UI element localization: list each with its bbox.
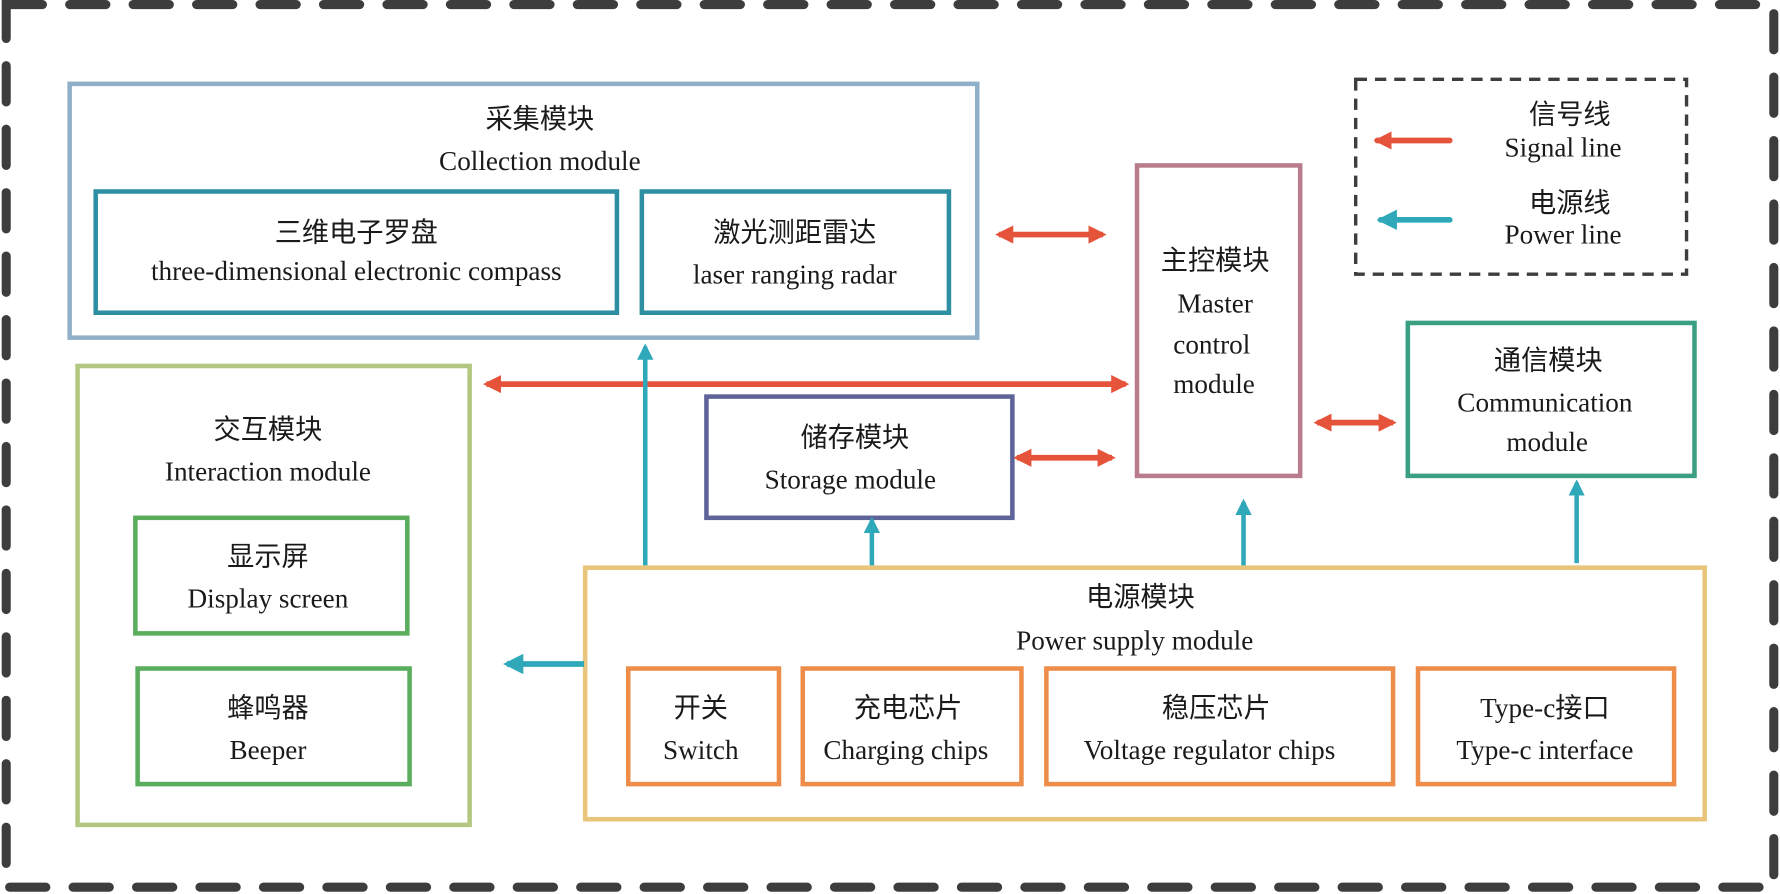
communication-title-en2: module [1506, 427, 1588, 457]
compass-label-en: three-dimensional electronic compass [151, 256, 562, 286]
collection-module: 采集模块 Collection module 三维电子罗盘 three-dime… [67, 81, 980, 340]
typec-label-en: Type-c interface [1456, 735, 1633, 765]
compass-box: 三维电子罗盘 three-dimensional electronic comp… [93, 189, 620, 315]
storage-title-en: Storage module [765, 464, 936, 494]
communication-title-en1: Communication [1457, 387, 1633, 417]
switch-label-zh: 开关 [674, 693, 728, 723]
storage-title-zh: 储存模块 [800, 422, 909, 452]
charging-label-zh: 充电芯片 [854, 693, 963, 723]
legend-power-zh: 电源线 [1529, 188, 1611, 218]
master-title-en3: module [1173, 369, 1255, 399]
master-control-module: 主控模块 Master control module [1134, 163, 1303, 479]
beeper-box: 蜂鸣器 Beeper [135, 666, 412, 787]
interaction-title-en: Interaction module [165, 456, 371, 486]
legend-signal-en: Signal line [1505, 132, 1622, 162]
display-label-en: Display screen [188, 583, 349, 613]
power-title-en: Power supply module [1016, 625, 1253, 655]
laser-label-zh: 激光测距雷达 [713, 217, 876, 247]
power-supply-module: 电源模块 Power supply module 开关 Switch 充电芯片 … [582, 565, 1707, 822]
display-label-zh: 显示屏 [227, 541, 309, 571]
collection-title-zh: 采集模块 [485, 104, 594, 134]
voltage-regulator-box: 稳压芯片 Voltage regulator chips [1044, 666, 1396, 787]
power-title-zh: 电源模块 [1086, 582, 1195, 612]
beeper-label-en: Beeper [229, 735, 306, 765]
regulator-label-zh: 稳压芯片 [1162, 693, 1271, 723]
typec-label-zh: Type-c接口 [1480, 693, 1609, 723]
communication-module: 通信模块 Communication module [1405, 320, 1697, 479]
laser-radar-box: 激光测距雷达 laser ranging radar [639, 189, 952, 315]
charging-chips-box: 充电芯片 Charging chips [800, 666, 1024, 787]
laser-label-en: laser ranging radar [693, 259, 897, 289]
collection-title-en: Collection module [439, 146, 641, 176]
beeper-label-zh: 蜂鸣器 [227, 693, 309, 723]
master-title-en2: control [1173, 330, 1250, 360]
switch-label-en: Switch [663, 735, 739, 765]
storage-module: 储存模块 Storage module [704, 394, 1015, 521]
compass-label-zh: 三维电子罗盘 [275, 217, 438, 247]
switch-box: 开关 Switch [625, 666, 782, 787]
master-title-zh: 主控模块 [1161, 246, 1270, 276]
interaction-title-zh: 交互模块 [214, 415, 323, 445]
typec-interface-box: Type-c接口 Type-c interface [1415, 666, 1677, 787]
communication-title-zh: 通信模块 [1494, 345, 1603, 375]
charging-label-en: Charging chips [823, 735, 988, 765]
legend-signal-zh: 信号线 [1529, 100, 1611, 130]
display-screen-box: 显示屏 Display screen [133, 515, 410, 636]
regulator-label-en: Voltage regulator chips [1084, 735, 1336, 765]
interaction-module: 交互模块 Interaction module 显示屏 Display scre… [75, 363, 472, 828]
master-title-en1: Master [1177, 289, 1253, 319]
legend: 信号线 Signal line 电源线 Power line [1353, 77, 1689, 276]
legend-power-en: Power line [1505, 220, 1622, 250]
